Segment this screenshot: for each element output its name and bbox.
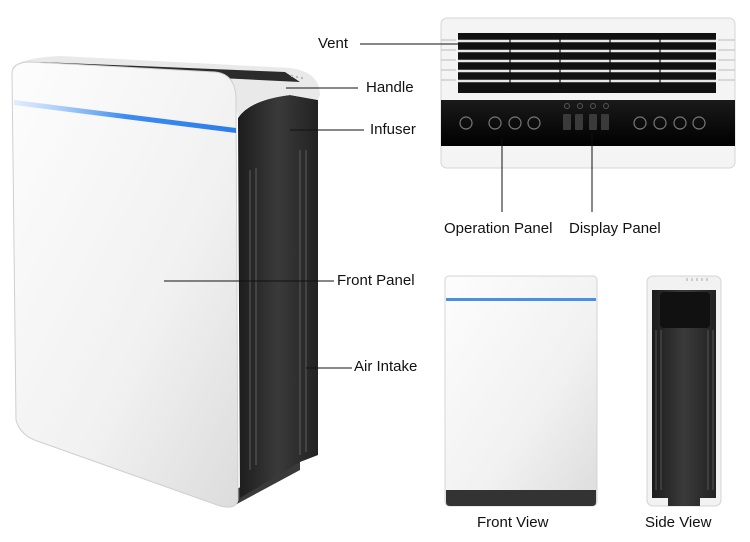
display-segments [563, 114, 609, 130]
label-infuser: Infuser [370, 121, 416, 138]
label-air-intake: Air Intake [354, 358, 418, 375]
purifier-light-strip [14, 100, 236, 133]
front-view-illustration [444, 275, 598, 507]
label-display-panel: Display Panel [569, 220, 661, 237]
control-panel-glass [441, 100, 735, 146]
operation-buttons [459, 116, 706, 130]
label-front-view: Front View [477, 514, 549, 531]
side-view-illustration [646, 275, 722, 507]
vent-closeup-illustration [440, 17, 736, 169]
label-vent: Vent [318, 35, 349, 52]
label-handle: Handle [366, 79, 414, 96]
leader-lines [164, 43, 593, 369]
purifier-side-panel [238, 95, 318, 498]
label-front-panel: Front Panel [337, 272, 415, 289]
label-side-view: Side View [645, 514, 712, 531]
label-operation-panel: Operation Panel [444, 220, 553, 237]
vent-grille [458, 33, 716, 93]
purifier-front-panel [11, 61, 239, 508]
main-purifier-illustration [11, 56, 320, 508]
